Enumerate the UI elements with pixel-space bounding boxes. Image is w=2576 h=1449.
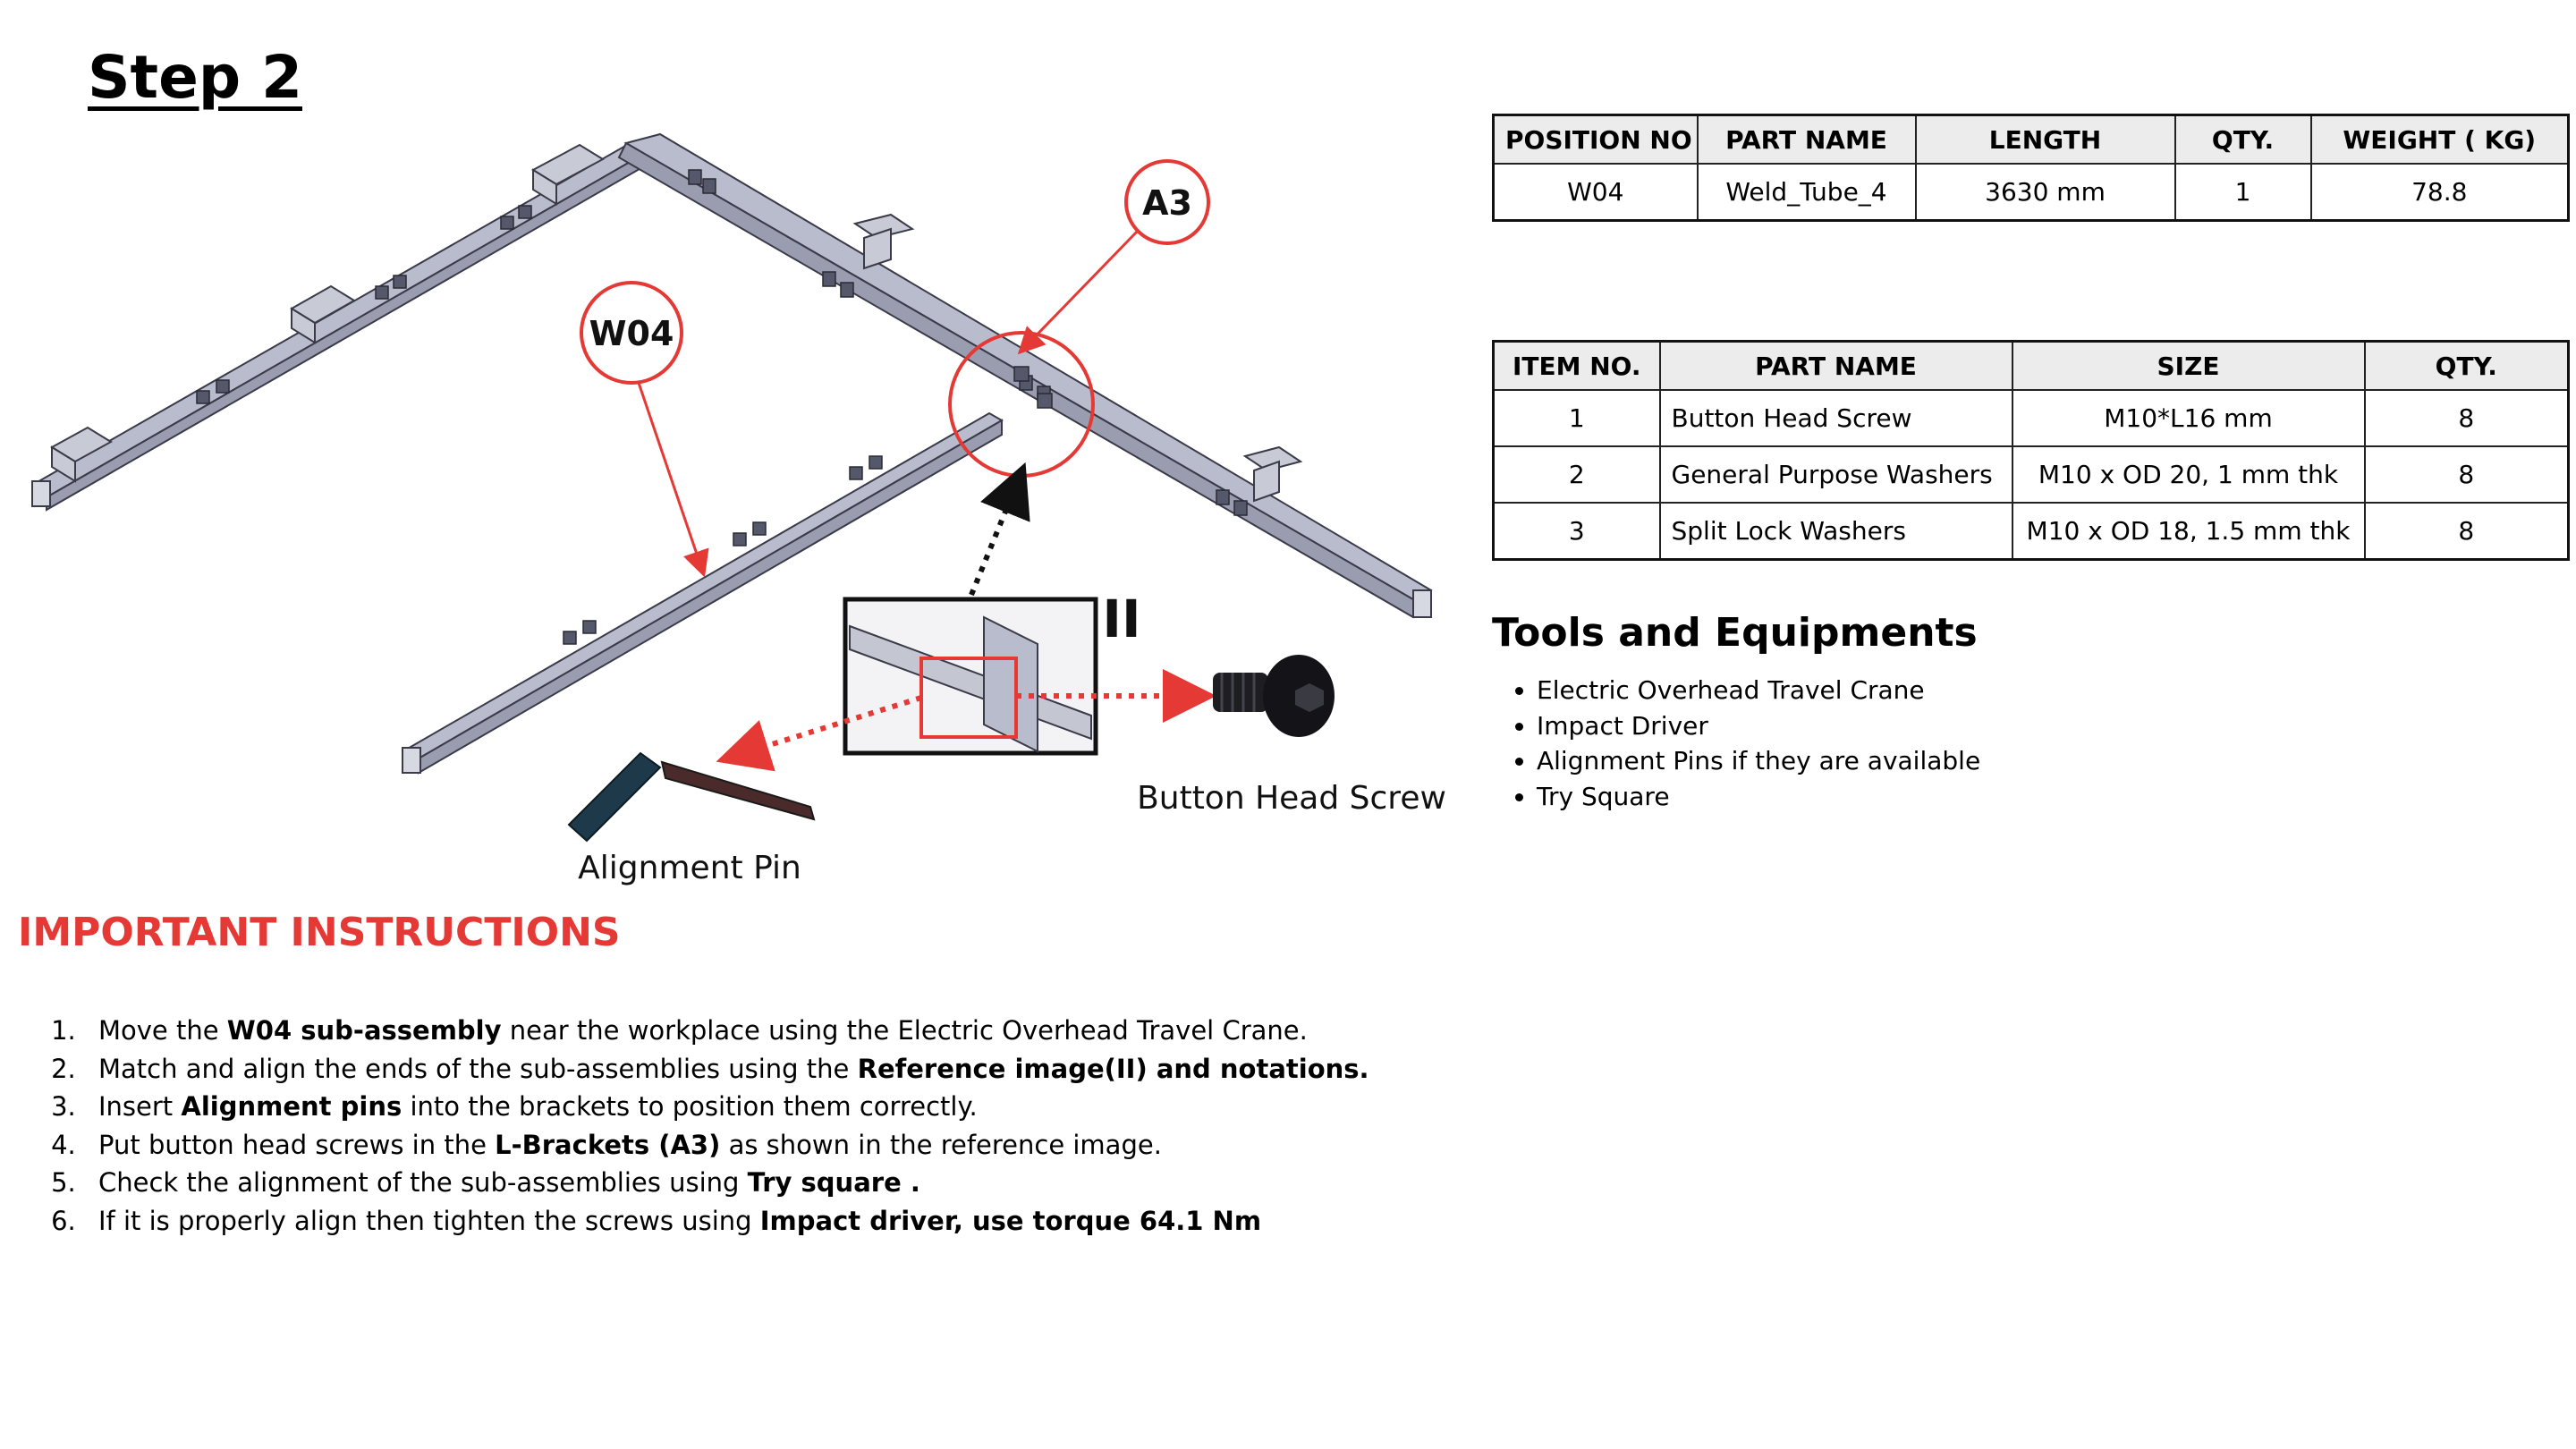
l-bracket-joint xyxy=(1013,366,1053,409)
instruction-text: Match and align the ends of the sub-asse… xyxy=(98,1053,858,1084)
cell-weight: 78.8 xyxy=(2309,163,2570,222)
callout-a3: A3 xyxy=(948,159,1210,478)
arrow-to-pin xyxy=(716,695,922,772)
instruction-item: Check the alignment of the sub-assemblie… xyxy=(84,1164,1369,1202)
col-part-name: PART NAME xyxy=(1658,340,2013,391)
instruction-text: near the workplace using the Electric Ov… xyxy=(501,1015,1308,1046)
col-weight: WEIGHT ( KG) xyxy=(2309,114,2570,165)
instruction-bold: Alignment pins xyxy=(181,1091,402,1122)
instruction-text: Insert xyxy=(98,1091,182,1122)
instruction-bold: Impact driver, use torque 64.1 Nm xyxy=(759,1205,1262,1236)
col-position-no: POSITION NO xyxy=(1492,114,1699,165)
instruction-text: into the brackets to position them corre… xyxy=(402,1091,978,1122)
table-row: W04 Weld_Tube_4 3630 mm 1 78.8 xyxy=(1492,163,2570,222)
assembly-diagram: A3 W04 II Button Head Screw Alignment Pi… xyxy=(31,132,1446,886)
label-alignment-pin: Alignment Pin xyxy=(578,850,801,886)
cell-item-no: 3 xyxy=(1492,502,1661,561)
instruction-item: Move the W04 sub-assembly near the workp… xyxy=(84,1012,1369,1050)
list-item: Electric Overhead Travel Crane xyxy=(1537,673,1980,708)
instruction-bold: Reference image(II) and notations. xyxy=(857,1053,1369,1084)
page-title: Step 2 xyxy=(88,43,302,112)
cell-part-name: Split Lock Washers xyxy=(1658,502,2013,561)
cell-part-name: Button Head Screw xyxy=(1658,389,2013,447)
instruction-item: Match and align the ends of the sub-asse… xyxy=(84,1050,1369,1089)
cell-size: M10 x OD 18, 1.5 mm thk xyxy=(2011,502,2366,561)
list-item: Impact Driver xyxy=(1537,708,1980,744)
table-row: 2 General Purpose Washers M10 x OD 20, 1… xyxy=(1492,445,2570,504)
col-qty: QTY. xyxy=(2363,340,2570,391)
cell-item-no: 2 xyxy=(1492,445,1661,504)
tools-list: Electric Overhead Travel Crane Impact Dr… xyxy=(1492,673,1980,814)
instructions-list: Move the W04 sub-assembly near the workp… xyxy=(34,1012,1369,1240)
instructions-heading: IMPORTANT INSTRUCTIONS xyxy=(18,910,621,955)
col-part-name: PART NAME xyxy=(1696,114,1917,165)
beam-left-top xyxy=(31,140,646,512)
cell-item-no: 1 xyxy=(1492,389,1661,447)
col-qty: QTY. xyxy=(2174,114,2312,165)
callout-w04: W04 xyxy=(580,281,709,578)
instruction-text: If it is properly align then tighten the… xyxy=(98,1205,760,1236)
table-row: 1 Button Head Screw M10*L16 mm 8 xyxy=(1492,389,2570,447)
instruction-item: Put button head screws in the L-Brackets… xyxy=(84,1126,1369,1165)
instruction-text: Put button head screws in the xyxy=(98,1129,496,1160)
parts-table: ITEM NO. PART NAME SIZE QTY. 1 Button He… xyxy=(1492,340,2570,561)
instruction-bold: L-Brackets (A3) xyxy=(495,1129,721,1160)
instruction-bold: Try square . xyxy=(747,1167,920,1198)
cell-position-no: W04 xyxy=(1492,163,1699,222)
instruction-item: If it is properly align then tighten the… xyxy=(84,1202,1369,1241)
button-head-screw-icon xyxy=(1213,655,1335,737)
beam-w04 xyxy=(402,411,1004,775)
parts-table-header: ITEM NO. PART NAME SIZE QTY. xyxy=(1492,340,2570,391)
cell-qty: 8 xyxy=(2363,389,2570,447)
cell-size: M10*L16 mm xyxy=(2011,389,2366,447)
instruction-bold: W04 sub-assembly xyxy=(226,1015,502,1046)
cell-qty: 8 xyxy=(2363,502,2570,561)
detail-inset: II xyxy=(843,462,1141,756)
detail-marker: II xyxy=(1102,589,1140,649)
label-button-head-screw: Button Head Screw xyxy=(1137,780,1446,817)
instruction-text: Move the xyxy=(98,1015,227,1046)
cell-qty: 1 xyxy=(2174,163,2312,222)
col-item-no: ITEM NO. xyxy=(1492,340,1661,391)
col-size: SIZE xyxy=(2011,340,2366,391)
instruction-text: as shown in the reference image. xyxy=(720,1129,1162,1160)
cell-length: 3630 mm xyxy=(1914,163,2176,222)
cell-size: M10 x OD 20, 1 mm thk xyxy=(2011,445,2366,504)
callout-w04-label: W04 xyxy=(589,314,674,353)
callout-a3-label: A3 xyxy=(1142,183,1192,223)
weld-table-header: POSITION NO PART NAME LENGTH QTY. WEIGHT… xyxy=(1492,114,2570,165)
cell-qty: 8 xyxy=(2363,445,2570,504)
table-row: 3 Split Lock Washers M10 x OD 18, 1.5 mm… xyxy=(1492,502,2570,561)
weld-table: POSITION NO PART NAME LENGTH QTY. WEIGHT… xyxy=(1492,114,2570,222)
instruction-text: Check the alignment of the sub-assemblie… xyxy=(98,1167,748,1198)
cell-part-name: Weld_Tube_4 xyxy=(1696,163,1917,222)
list-item: Try Square xyxy=(1537,779,1980,815)
instruction-item: Insert Alignment pins into the brackets … xyxy=(84,1088,1369,1126)
tools-heading: Tools and Equipments xyxy=(1492,610,1978,656)
col-length: LENGTH xyxy=(1914,114,2176,165)
cell-part-name: General Purpose Washers xyxy=(1658,445,2013,504)
alignment-pin-icon xyxy=(567,751,816,843)
list-item: Alignment Pins if they are available xyxy=(1537,743,1980,779)
